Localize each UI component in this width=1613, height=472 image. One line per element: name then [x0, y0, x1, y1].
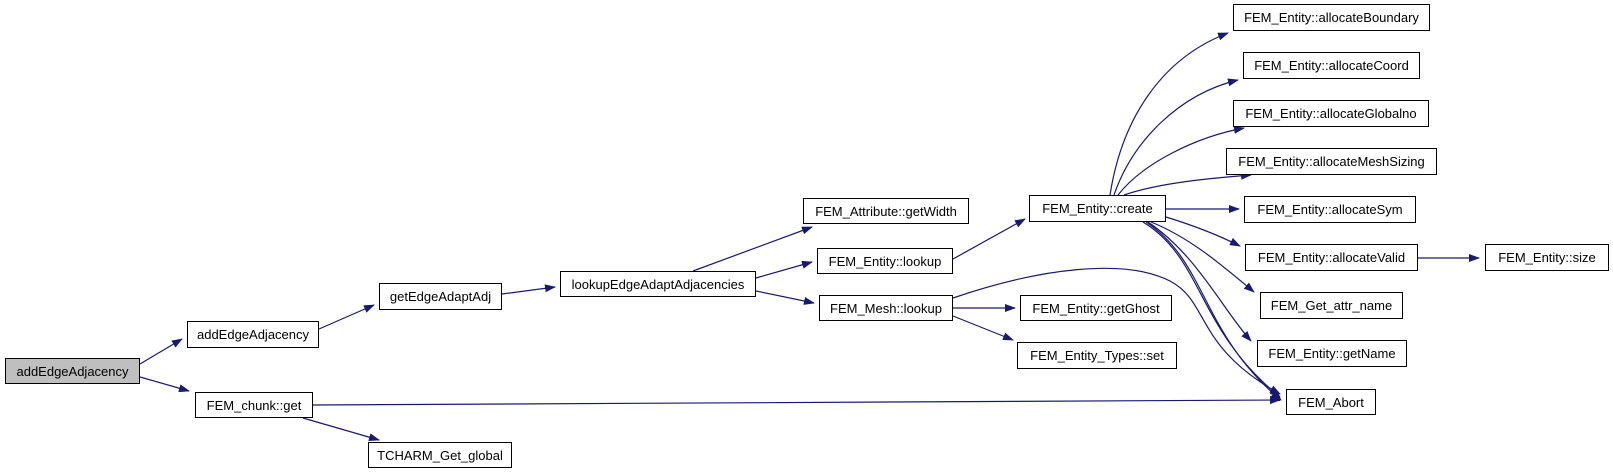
node-label: FEM_Entity::allocateBoundary — [1244, 10, 1419, 25]
edge-lookupEdgeAdaptAdjacencies-to-FEM_Mesh-lookup — [755, 290, 815, 305]
node-lookupEdgeAdaptAdjacencies[interactable]: lookupEdgeAdaptAdjacencies — [560, 271, 756, 297]
node-label: FEM_Entity::allocateCoord — [1254, 58, 1409, 73]
node-label: addEdgeAdjacency — [196, 327, 310, 342]
node-label: getEdgeAdaptAdj — [389, 289, 492, 304]
node-label: FEM_Entity::allocateGlobalno — [1245, 106, 1417, 121]
node-FEM_Entity-allocateBoundary[interactable]: FEM_Entity::allocateBoundary — [1233, 4, 1430, 31]
node-label: FEM_Get_attr_name — [1270, 298, 1393, 313]
node-label: FEM_Entity::allocateMeshSizing — [1238, 154, 1425, 169]
edge-FEM_chunk-get-to-FEM_Abort — [312, 396, 1281, 406]
node-FEM_Attribute-getWidth[interactable]: FEM_Attribute::getWidth — [803, 198, 969, 224]
node-FEM_Entity-allocateValid[interactable]: FEM_Entity::allocateValid — [1245, 244, 1418, 271]
node-FEM_Entity_Types-set[interactable]: FEM_Entity_Types::set — [1017, 342, 1177, 369]
node-label: FEM_Entity_Types::set — [1030, 348, 1164, 363]
edge-FEM_Entity-create-to-FEM_Entity-allocateMeshSizing — [1123, 171, 1252, 196]
edge-addEdgeAdjacency-to-getEdgeAdaptAdj — [318, 304, 375, 330]
edge-FEM_Entity-create-to-FEM_Entity-getName — [1147, 221, 1252, 342]
node-FEM_Entity-create[interactable]: FEM_Entity::create — [1029, 195, 1166, 222]
node-label: FEM_Entity::allocateSym — [1257, 202, 1403, 217]
node-FEM_Mesh-lookup[interactable]: FEM_Mesh::lookup — [819, 295, 953, 321]
node-label: TCHARM_Get_global — [377, 447, 503, 463]
node-addEdgeAdjacency-root: addEdgeAdjacency — [5, 358, 140, 384]
edge-getEdgeAdaptAdj-to-lookupEdgeAdaptAdjacencies — [501, 284, 556, 295]
edge-lookupEdgeAdaptAdjacencies-to-FEM_Entity-lookup — [755, 260, 813, 279]
node-label: FEM_Entity::getName — [1268, 346, 1396, 361]
edge-FEM_Entity-create-to-FEM_Entity-allocateValid — [1165, 216, 1241, 247]
node-TCHARM_Get_global[interactable]: TCHARM_Get_global — [368, 442, 512, 468]
edge-addEdgeAdjacency-root-to-FEM_chunk-get — [139, 376, 190, 393]
edge-FEM_Entity-create-to-FEM_Abort — [1145, 221, 1282, 401]
node-FEM_Get_attr_name[interactable]: FEM_Get_attr_name — [1260, 292, 1403, 319]
node-label: addEdgeAdjacency — [16, 363, 129, 379]
edge-FEM_Entity-create-to-FEM_Abort — [1142, 221, 1281, 398]
edge-FEM_Entity-create-to-FEM_Entity-allocateCoord — [1113, 78, 1239, 196]
edge-FEM_Entity-create-to-FEM_Get_attr_name — [1150, 221, 1255, 293]
edge-FEM_Entity-create-to-FEM_Entity-allocateGlobalno — [1117, 125, 1245, 196]
node-label: FEM_Entity::create — [1042, 201, 1153, 216]
node-FEM_Entity-allocateSym[interactable]: FEM_Entity::allocateSym — [1244, 196, 1416, 223]
node-FEM_Entity-allocateGlobalno[interactable]: FEM_Entity::allocateGlobalno — [1233, 100, 1429, 127]
edge-FEM_Entity-lookup-to-FEM_Entity-create — [952, 218, 1026, 260]
node-label: FEM_Attribute::getWidth — [815, 203, 957, 219]
node-label: FEM_Mesh::lookup — [830, 300, 942, 316]
edge-FEM_chunk-get-to-TCHARM_Get_global — [302, 417, 380, 442]
edge-addEdgeAdjacency-root-to-addEdgeAdjacency — [139, 338, 183, 365]
node-FEM_Entity-lookup[interactable]: FEM_Entity::lookup — [817, 248, 953, 274]
node-FEM_Entity-size[interactable]: FEM_Entity::size — [1485, 244, 1609, 271]
edge-FEM_Entity-create-to-FEM_Entity-allocateBoundary — [1109, 32, 1229, 196]
edge-lookupEdgeAdaptAdjacencies-to-FEM_Attribute-getWidth — [692, 226, 813, 272]
node-label: FEM_chunk::get — [206, 397, 302, 413]
node-FEM_Entity-allocateMeshSizing[interactable]: FEM_Entity::allocateMeshSizing — [1226, 148, 1437, 175]
edge-FEM_Mesh-lookup-to-FEM_Abort — [952, 267, 1281, 395]
node-label: FEM_Abort — [1298, 394, 1364, 410]
node-FEM_Abort[interactable]: FEM_Abort — [1286, 389, 1376, 415]
node-addEdgeAdjacency[interactable]: addEdgeAdjacency — [187, 321, 319, 348]
node-FEM_Entity-allocateCoord[interactable]: FEM_Entity::allocateCoord — [1243, 52, 1420, 79]
node-label: lookupEdgeAdaptAdjacencies — [571, 276, 745, 292]
node-label: FEM_Entity::allocateValid — [1257, 250, 1406, 265]
node-FEM_Entity-getGhost[interactable]: FEM_Entity::getGhost — [1020, 295, 1172, 321]
node-label: FEM_Entity::getGhost — [1032, 300, 1160, 316]
node-FEM_Entity-getName[interactable]: FEM_Entity::getName — [1257, 340, 1407, 367]
node-label: FEM_Entity::size — [1498, 250, 1596, 265]
node-label: FEM_Entity::lookup — [828, 253, 942, 269]
edges-group — [139, 32, 1480, 442]
node-FEM_chunk-get[interactable]: FEM_chunk::get — [195, 392, 313, 418]
edge-FEM_Mesh-lookup-to-FEM_Entity_Types-set — [952, 315, 1014, 341]
node-getEdgeAdaptAdj[interactable]: getEdgeAdaptAdj — [379, 283, 502, 310]
